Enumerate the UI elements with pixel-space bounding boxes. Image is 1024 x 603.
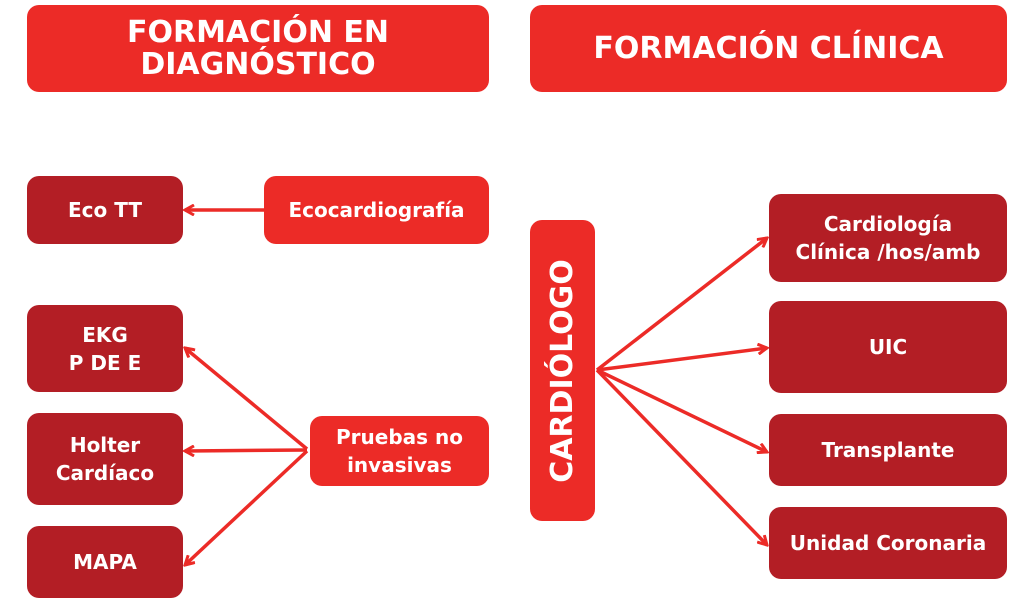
node-uic: UIC xyxy=(769,301,1007,393)
node-cardiologia-clinica: Cardiología Clínica /hos/amb xyxy=(769,194,1007,282)
node-unidad-coronaria: Unidad Coronaria xyxy=(769,507,1007,579)
node-cardiologo: CARDIÓLOGO xyxy=(530,220,595,521)
node-transplante: Transplante xyxy=(769,414,1007,486)
cardiologo-label: CARDIÓLOGO xyxy=(544,258,580,483)
arrow-uic xyxy=(596,348,767,372)
arrow-unidad xyxy=(595,368,767,545)
node-mapa: MAPA xyxy=(27,526,183,598)
arrow-holter xyxy=(185,450,308,451)
node-pruebas-no-invasivas: Pruebas no invasivas xyxy=(310,416,489,486)
node-ekg: EKG P DE E xyxy=(27,305,183,392)
header-diagnostico: FORMACIÓN EN DIAGNÓSTICO xyxy=(27,5,489,92)
arrow-ekg xyxy=(185,348,309,451)
arrow-transplante xyxy=(596,368,767,452)
node-eco-tt: Eco TT xyxy=(27,176,183,244)
node-ecocardiografia: Ecocardiografía xyxy=(264,176,489,244)
arrow-mapa xyxy=(185,449,309,565)
header-clinica: FORMACIÓN CLÍNICA xyxy=(530,5,1007,92)
node-holter: Holter Cardíaco xyxy=(27,413,183,505)
arrow-cardiologia xyxy=(595,238,767,372)
